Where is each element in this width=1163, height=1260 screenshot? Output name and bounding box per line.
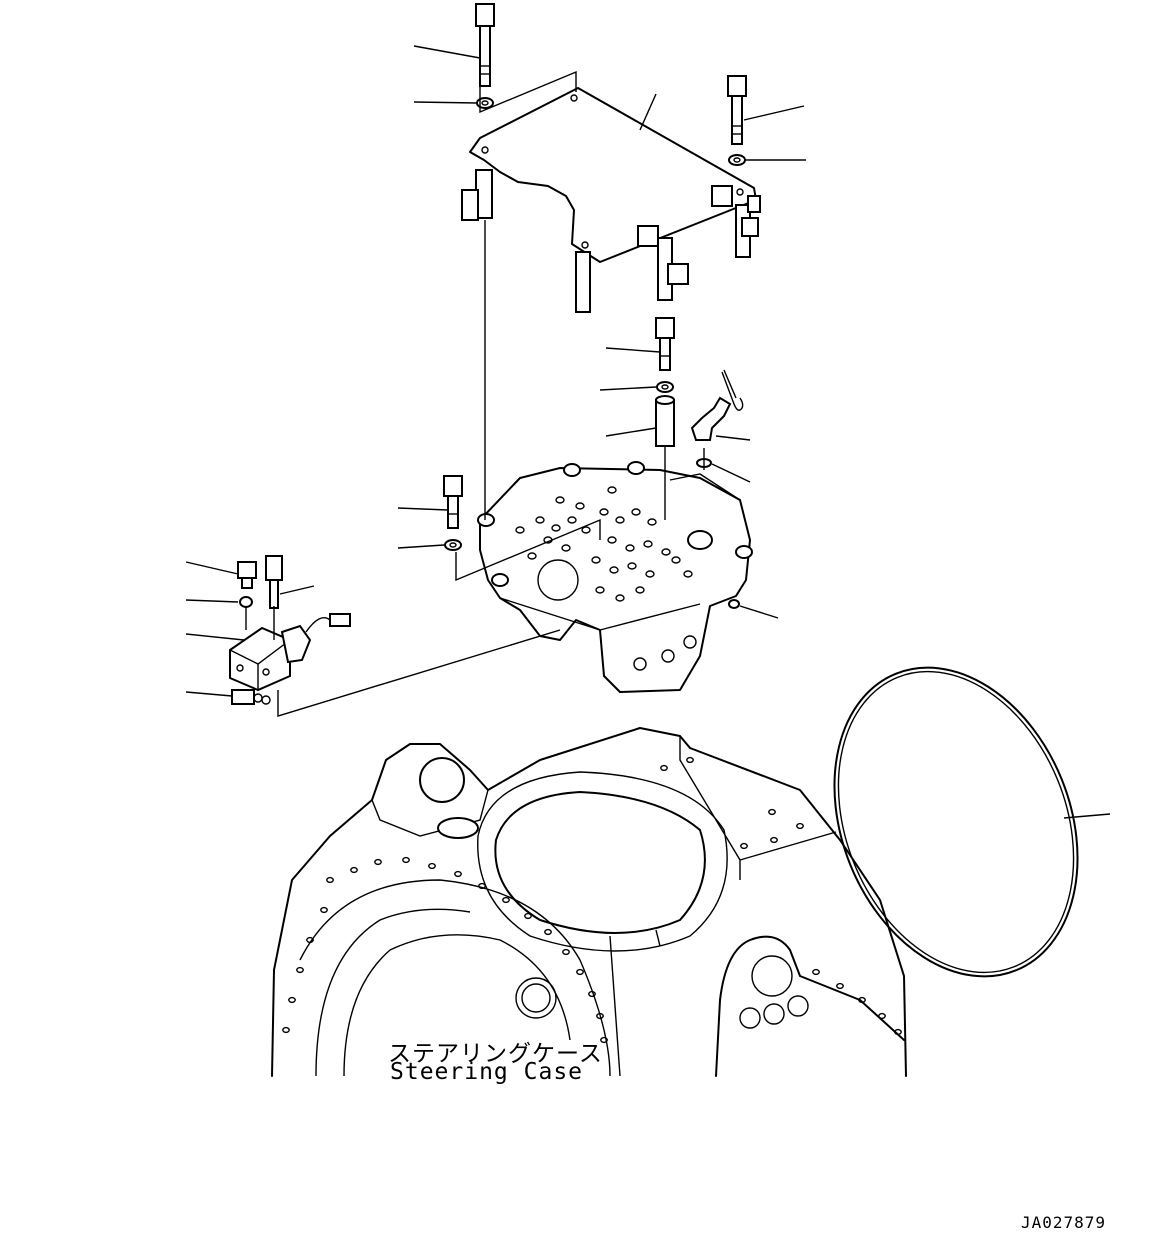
hole (631, 508, 641, 516)
hole (607, 486, 617, 494)
hole (812, 968, 820, 976)
solenoid-valve (229, 613, 351, 692)
hole (567, 516, 577, 524)
hole (428, 862, 436, 870)
drawing-id-label: JA027879 (1021, 1213, 1107, 1232)
cover-plate (469, 87, 757, 263)
hole (320, 906, 328, 914)
bolt-solenoid-b (265, 555, 283, 609)
hole (768, 808, 776, 816)
o-ring (833, 666, 1079, 978)
hole (661, 548, 671, 556)
assembly-guide-lines (245, 70, 741, 717)
hole (555, 496, 565, 504)
elbow-fitting (690, 396, 732, 441)
hole (515, 526, 525, 534)
bolt-mid (655, 317, 675, 371)
hole (770, 836, 778, 844)
hole (683, 570, 693, 578)
steering-case-label-english: Steering Case (390, 1059, 584, 1085)
hole (686, 756, 694, 764)
hole (374, 858, 382, 866)
steering-case-label-japanese: ステアリングケース (388, 1041, 603, 1067)
cover-standoffs (461, 169, 761, 313)
case-bolt-holes (282, 756, 902, 1044)
bolt-valve (443, 475, 463, 529)
bolt-top-right (727, 75, 747, 145)
hole (575, 502, 585, 510)
hole (627, 562, 637, 570)
hole (306, 936, 314, 944)
leader-lines (185, 45, 1111, 819)
hole (836, 982, 844, 990)
hole (615, 516, 625, 524)
steering-case (271, 727, 907, 1077)
hole (607, 536, 617, 544)
hole (535, 516, 545, 524)
hole (581, 526, 591, 534)
hole (600, 1036, 608, 1044)
hole (326, 876, 334, 884)
hole (576, 968, 584, 976)
hole (350, 866, 358, 874)
hole (478, 882, 486, 890)
hole (502, 896, 510, 904)
hole (524, 912, 532, 920)
connector-clip (231, 689, 271, 705)
hole (625, 544, 635, 552)
hole (609, 566, 619, 574)
washers (239, 97, 746, 609)
hole (562, 948, 570, 956)
hole (615, 594, 625, 602)
hole (878, 1012, 886, 1020)
hole (288, 996, 296, 1004)
bolt-top-left (475, 3, 495, 87)
hole (282, 1026, 290, 1034)
hole (454, 870, 462, 878)
hole (527, 552, 537, 560)
hole (671, 556, 681, 564)
hole (544, 928, 552, 936)
hole (599, 508, 609, 516)
hole (402, 856, 410, 864)
hole (551, 524, 561, 532)
hole (796, 822, 804, 830)
hole (858, 996, 866, 1004)
hole (740, 842, 748, 850)
hole (647, 518, 657, 526)
hole (645, 570, 655, 578)
hole (643, 540, 653, 548)
hole (588, 990, 596, 998)
spacer-tube (655, 395, 675, 447)
hole (561, 544, 571, 552)
hole (894, 1028, 902, 1036)
hole (591, 556, 601, 564)
control-valve-body (477, 461, 753, 693)
hole (660, 764, 668, 772)
hole (296, 966, 304, 974)
bolt-solenoid-a (237, 561, 257, 589)
hole (595, 586, 605, 594)
pin (721, 371, 744, 411)
hole (635, 586, 645, 594)
hole (596, 1012, 604, 1020)
